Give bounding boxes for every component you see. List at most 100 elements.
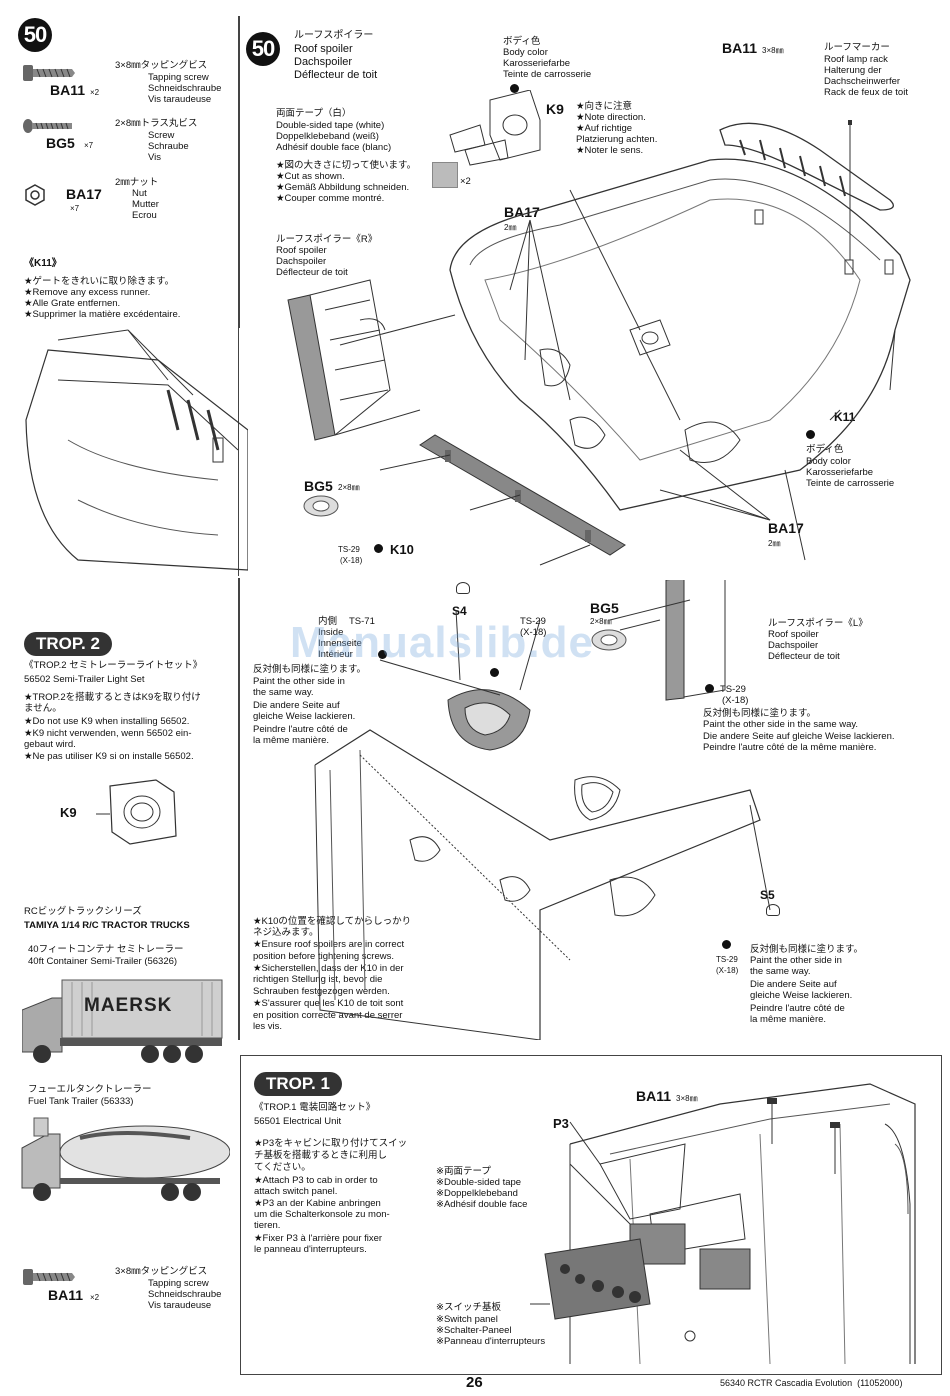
trop1-line-1: ★P3をキャビンに取り付けてスイッ <box>254 1138 408 1149</box>
trop2-line-2: ません。 <box>24 703 62 714</box>
part-ba17-qty: ×7 <box>70 204 80 213</box>
screw-bag-lower-icon <box>590 628 628 652</box>
trop1-badge: TROP. 1 <box>254 1072 342 1096</box>
tape-cut-line-1: ★図の大きさに切って使います。 <box>276 160 417 171</box>
k11-code: K11 <box>834 410 856 424</box>
trop1-line-6: ★P3 an der Kabine anbringen <box>254 1198 381 1209</box>
paint-drop-icon <box>510 84 519 93</box>
trop1-line-2: チ基板を搭載するときに利用し <box>254 1150 388 1161</box>
step-50-left-badge: 50 <box>18 18 52 52</box>
lower-step-divider <box>238 578 240 1040</box>
trop2-line-1: ★TROP.2を搭載するときはK9を取り付け <box>24 692 201 703</box>
ba17-top-code: BA17 <box>504 204 540 220</box>
paint-left-line-2: Paint the other side in <box>253 676 345 687</box>
part-ba11-fr: Vis taraudeuse <box>148 94 212 105</box>
bottom-part-fr: Vis taraudeuse <box>148 1300 212 1311</box>
paint-right2-paint: TS-29 <box>716 955 738 964</box>
k9-line-1: ★向きに注意 <box>576 101 633 112</box>
paint-right2-line-2: Paint the other side in <box>750 955 842 966</box>
trop1-switch-jp: ※スイッチ基板 <box>436 1302 501 1313</box>
k9-line-4: Platzierung achten. <box>576 134 658 145</box>
footer-text: 56340 RCTR Cascadia Evolution (11052000) <box>720 1378 903 1388</box>
trop2-k9-code: K9 <box>60 805 77 820</box>
inner-fr: Intérieur <box>318 649 353 660</box>
k11-body-detail-drawing <box>18 320 248 580</box>
trop1-switch-de: ※Schalter-Paneel <box>436 1325 512 1336</box>
k11-color-fr: Teinte de carrosserie <box>806 478 895 489</box>
paint-right-paint: TS-29 <box>720 684 746 695</box>
roof-lamp-rack-de2: Dachscheinwerfer <box>824 76 901 87</box>
part-ba17-code: BA17 <box>66 186 102 202</box>
paint-right2-line-7: la même manière. <box>750 1014 827 1025</box>
paint-left-line-4: Die andere Seite auf <box>253 700 340 711</box>
truck-1-jp: 40フィートコンテナ セミトレーラー <box>28 944 184 955</box>
tape-de: Doppelklebeband (weiß) <box>276 131 379 142</box>
paint-left-line-3: the same way. <box>253 687 314 698</box>
k11-note-line-2: ★Remove any excess runner. <box>24 287 151 298</box>
bg5-main-code: BG5 <box>304 478 333 494</box>
body-color-jp: ボディ色 <box>503 36 541 47</box>
screw-icon <box>23 119 72 133</box>
part-ba17-fr: Ecrou <box>132 210 157 221</box>
ba17-top-size: 2㎜ <box>504 223 517 232</box>
trop2-line-4: ★K9 nicht verwenden, wenn 56502 ein- <box>24 728 192 739</box>
tape-qty: ×2 <box>460 176 471 187</box>
trop2-line-3: ★Do not use K9 when installing 56502. <box>24 716 190 727</box>
tape-fr: Adhésif double face (blanc) <box>276 142 392 153</box>
bottom-part-code: BA11 <box>48 1287 84 1303</box>
k10-paint-drop-icon <box>374 544 383 553</box>
inner-en: Inside <box>318 627 344 638</box>
spoiler-r-de: Dachspoiler <box>276 256 327 267</box>
k10-note-line-7: Schrauben festgezogen werden. <box>253 986 390 997</box>
paint-right2-line-6: Peindre l'autre côté de <box>750 1003 845 1014</box>
inner-paint-drop-icon <box>378 650 387 659</box>
k9-bracket-drawing <box>96 778 180 848</box>
ba11-rack-code: BA11 <box>722 40 758 56</box>
roof-spoiler-assembly-drawing <box>240 90 940 580</box>
body-color-en: Body color <box>503 47 548 58</box>
spoiler-l-jp: ルーフスポイラー《L》 <box>768 618 868 629</box>
paint-right2-line-4: Die andere Seite auf <box>750 979 837 990</box>
trop2-line-5: gebaut wird. <box>24 739 76 750</box>
tape-cut-line-3: ★Gemäß Abbildung schneiden. <box>276 182 410 193</box>
paint-left-line-1: 反対側も同様に塗ります。 <box>253 664 367 675</box>
k10-note-line-3: ★Ensure roof spoilers are in correct <box>253 939 405 950</box>
k10-paint2: (X-18) <box>340 556 363 565</box>
bottom-part-size: 3×8㎜タッピングビス <box>115 1266 208 1277</box>
body-color-fr: Teinte de carrosserie <box>503 69 592 80</box>
k10-paint: TS-29 <box>338 545 360 554</box>
tapping-screw-icon <box>23 65 75 81</box>
paint-right2-line-3: the same way. <box>750 966 811 977</box>
k10-note-line-8: ★S'assurer que les K10 de toit sont <box>253 998 404 1009</box>
trop1-tape-en: ※Double-sided tape <box>436 1177 522 1188</box>
inner-paint-drop2-icon <box>490 668 499 677</box>
k10-code: K10 <box>390 542 414 557</box>
roof-lamp-rack-en: Roof lamp rack <box>824 54 888 65</box>
paint-right-paint2: (X-18) <box>722 695 749 706</box>
k11-color-de: Karosseriefarbe <box>806 467 874 478</box>
trop1-switch-fr: ※Panneau d'interrupteurs <box>436 1336 546 1347</box>
k10-note-line-1: ★K10の位置を確認してからしっかり <box>253 916 412 927</box>
k11-note-title: 《K11》 <box>24 258 62 269</box>
k11-note-line-4: ★Supprimer la matière excédentaire. <box>24 309 181 320</box>
electrical-unit-drawing <box>510 1064 935 1370</box>
roof-spoiler-title-jp: ルーフスポイラー <box>294 30 374 41</box>
trop1-line-5: attach switch panel. <box>254 1186 338 1197</box>
paint-left-line-6: Peindre l'autre côté de <box>253 724 348 735</box>
part-bg5-de: Schraube <box>148 141 189 152</box>
trop1-line-8: tieren. <box>254 1220 281 1231</box>
part-ba11-qty: ×2 <box>90 88 100 97</box>
inner-label: 内側 <box>318 616 338 627</box>
paint-right-drop-icon <box>705 684 714 693</box>
tape-en: Double-sided tape (white) <box>276 120 385 131</box>
trop1-title: 《TROP.1 電装回路セット》 <box>254 1102 376 1113</box>
k11-paint-drop-icon <box>806 430 815 439</box>
trop2-badge: TROP. 2 <box>24 632 112 656</box>
spoiler-r-jp: ルーフスポイラー《R》 <box>276 234 378 245</box>
left-column-divider <box>238 16 240 328</box>
trop2-title: 《TROP.2 セミトレーラーライトセット》 <box>24 660 203 671</box>
k9-code: K9 <box>546 101 564 117</box>
paint-right-line-3: Die andere Seite auf gleiche Weise lacki… <box>703 731 895 742</box>
trop1-tape-jp: ※両面テープ <box>436 1166 491 1177</box>
tape-cut-line-4: ★Couper comme montré. <box>276 193 385 204</box>
